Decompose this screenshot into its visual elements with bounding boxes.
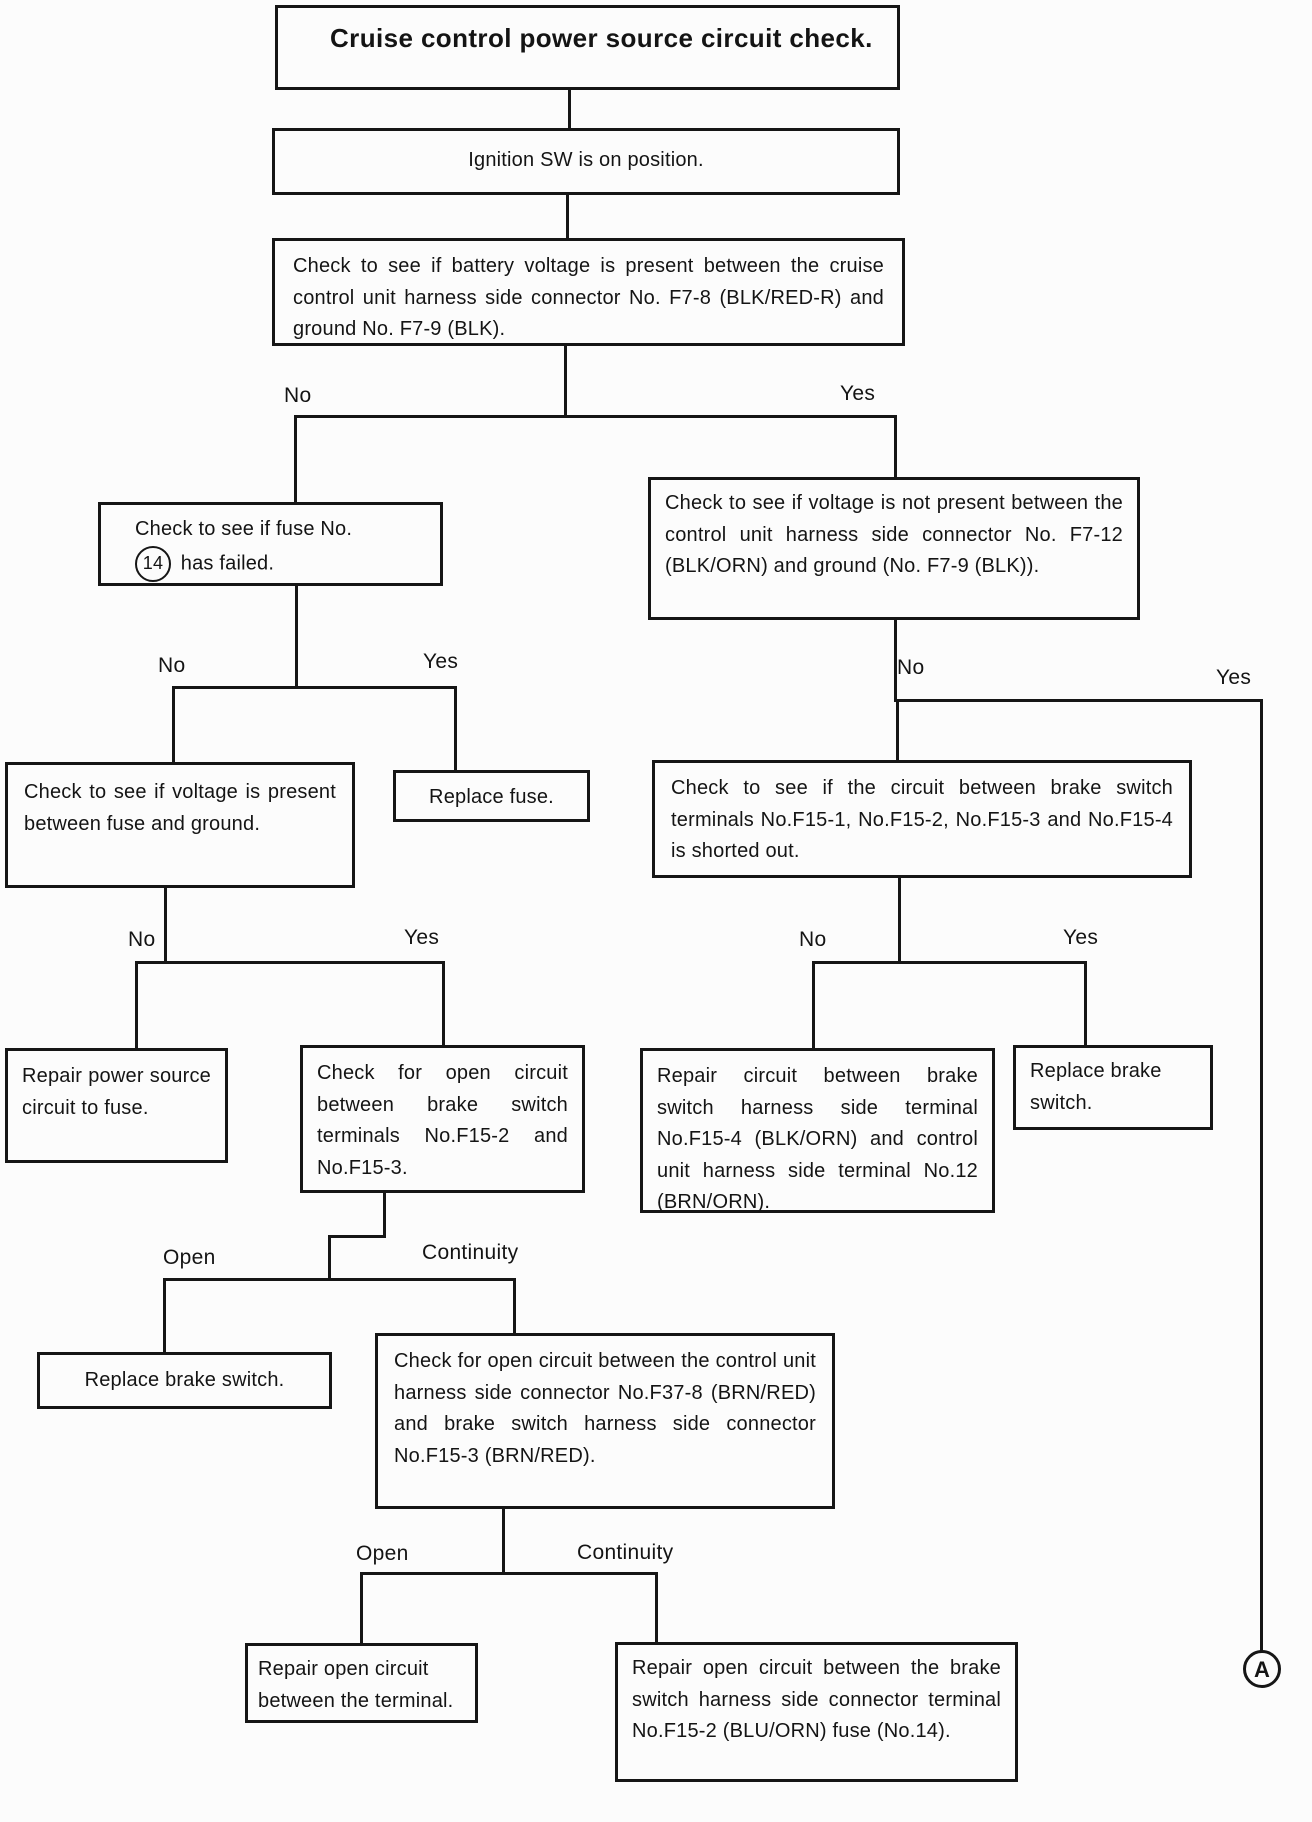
connector-line xyxy=(360,1572,658,1575)
node-check-fuse: Check to see if fuse No. 14 has failed. xyxy=(98,502,443,586)
connector-line xyxy=(164,888,167,964)
branch-label-yes: Yes xyxy=(1216,666,1252,689)
branch-label-continuity: Continuity xyxy=(422,1241,519,1264)
connector-line xyxy=(1084,961,1087,1047)
connector-line xyxy=(328,1235,331,1281)
connector-line xyxy=(812,961,815,1050)
connector-line xyxy=(163,1278,166,1354)
branch-label-open: Open xyxy=(356,1542,409,1565)
node-repair-open-terminal: Repair open circuit between the terminal… xyxy=(245,1643,478,1723)
connector-line xyxy=(294,415,297,504)
connector-line xyxy=(135,961,445,964)
connector-line xyxy=(383,1193,386,1238)
branch-label-yes: Yes xyxy=(423,650,459,673)
connector-line xyxy=(894,415,897,479)
branch-label-no: No xyxy=(284,384,312,407)
branch-label-no: No xyxy=(897,656,925,679)
node-title: Cruise control power source circuit chec… xyxy=(275,5,900,90)
connector-line xyxy=(894,699,1263,702)
connector-a-badge: A xyxy=(1243,1650,1281,1688)
connector-line xyxy=(655,1572,658,1644)
connector-line xyxy=(360,1572,363,1645)
node-check-voltage-fuse-ground: Check to see if voltage is present betwe… xyxy=(5,762,355,888)
node-check-open-circuit-f37-8: Check for open circuit between the contr… xyxy=(375,1333,835,1509)
branch-label-open: Open xyxy=(163,1246,216,1269)
node-replace-fuse: Replace fuse. xyxy=(393,770,590,822)
connector-line xyxy=(502,1509,505,1575)
node-replace-brake-switch-right: Replace brake switch. xyxy=(1013,1045,1213,1130)
node-repair-open-f15-2: Repair open circuit between the brake sw… xyxy=(615,1642,1018,1782)
branch-label-no: No xyxy=(128,928,156,951)
node-replace-brake-switch-left: Replace brake switch. xyxy=(37,1352,332,1409)
branch-label-no: No xyxy=(158,654,186,677)
connector-line xyxy=(894,620,897,702)
branch-label-yes: Yes xyxy=(840,382,876,405)
node-repair-circuit-f15-4: Repair circuit between brake switch harn… xyxy=(640,1048,995,1213)
connector-line xyxy=(812,961,1087,964)
connector-line xyxy=(442,961,445,1047)
connector-line xyxy=(294,415,897,418)
branch-label-no: No xyxy=(799,928,827,951)
fuse-check-text: Check to see if fuse No. xyxy=(135,518,353,540)
connector-line xyxy=(1260,699,1263,1652)
branch-label-yes: Yes xyxy=(1063,926,1099,949)
connector-line xyxy=(135,961,138,1050)
connector-line xyxy=(898,878,901,964)
connector-line xyxy=(328,1235,386,1238)
branch-label-continuity: Continuity xyxy=(577,1541,674,1564)
node-check-brake-switch-short: Check to see if the circuit between brak… xyxy=(652,760,1192,878)
node-check-voltage-not-present: Check to see if voltage is not present b… xyxy=(648,477,1140,620)
connector-line xyxy=(568,88,571,130)
branch-label-yes: Yes xyxy=(404,926,440,949)
connector-line xyxy=(172,686,175,764)
connector-line xyxy=(295,586,298,688)
node-check-open-circuit-f15: Check for open circuit between brake swi… xyxy=(300,1045,585,1193)
node-check-battery-voltage: Check to see if battery voltage is prese… xyxy=(272,238,905,346)
connector-line xyxy=(566,195,569,240)
node-repair-power-source: Repair power source circuit to fuse. xyxy=(5,1048,228,1163)
connector-line xyxy=(163,1278,516,1281)
fuse-check-text: has failed. xyxy=(180,551,275,574)
connector-line xyxy=(513,1278,516,1335)
fuse-number-badge: 14 xyxy=(135,545,171,582)
connector-line xyxy=(172,686,457,689)
connector-line xyxy=(564,346,567,418)
node-ignition-sw: Ignition SW is on position. xyxy=(272,128,900,195)
connector-line xyxy=(896,699,899,762)
connector-line xyxy=(454,686,457,772)
